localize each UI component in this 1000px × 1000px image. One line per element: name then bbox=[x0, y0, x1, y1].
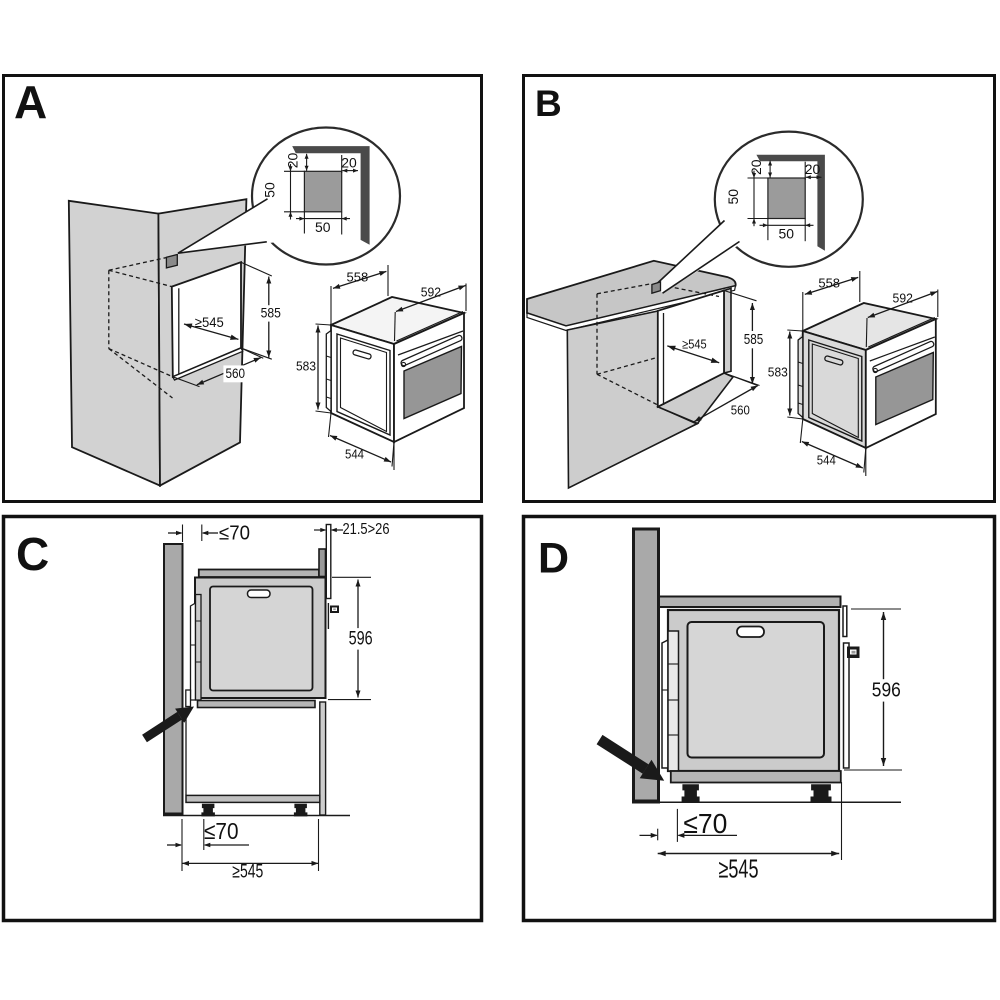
svg-text:585: 585 bbox=[261, 306, 281, 321]
svg-text:≥545: ≥545 bbox=[195, 314, 224, 330]
svg-text:585: 585 bbox=[744, 332, 764, 348]
svg-text:583: 583 bbox=[296, 359, 316, 374]
svg-text:≥545: ≥545 bbox=[719, 854, 759, 884]
svg-text:544: 544 bbox=[345, 447, 364, 462]
svg-text:20: 20 bbox=[285, 153, 301, 169]
svg-text:≤70: ≤70 bbox=[204, 818, 239, 844]
svg-text:≥545: ≥545 bbox=[682, 337, 707, 352]
svg-text:D: D bbox=[538, 535, 569, 583]
svg-text:560: 560 bbox=[225, 365, 245, 381]
svg-text:50: 50 bbox=[262, 182, 278, 198]
svg-text:592: 592 bbox=[421, 285, 441, 300]
svg-text:596: 596 bbox=[872, 679, 901, 701]
svg-text:A: A bbox=[14, 76, 47, 128]
svg-text:≤70: ≤70 bbox=[219, 523, 250, 545]
svg-text:21.5>26: 21.5>26 bbox=[343, 521, 390, 538]
svg-text:B: B bbox=[535, 83, 562, 124]
svg-text:596: 596 bbox=[349, 629, 373, 650]
svg-text:560: 560 bbox=[731, 403, 750, 418]
svg-text:≥545: ≥545 bbox=[232, 862, 263, 883]
svg-text:≤70: ≤70 bbox=[683, 808, 727, 839]
svg-text:C: C bbox=[16, 528, 49, 580]
svg-text:20: 20 bbox=[341, 155, 357, 171]
svg-text:558: 558 bbox=[347, 270, 369, 285]
svg-text:50: 50 bbox=[315, 219, 331, 235]
